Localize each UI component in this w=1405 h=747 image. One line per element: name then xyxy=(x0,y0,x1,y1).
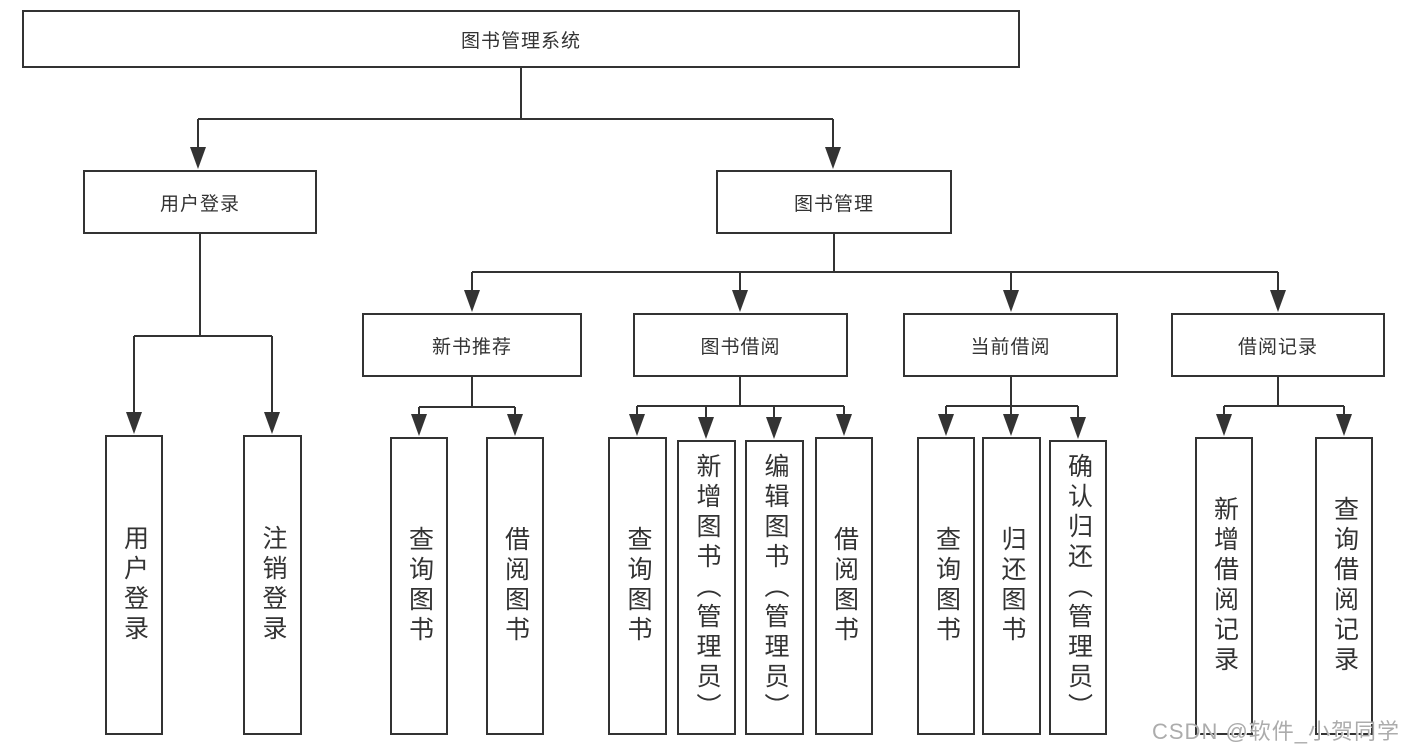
leaf-current-confirm-admin: 确认归还（管理员） xyxy=(1049,440,1107,735)
csdn-watermark: CSDN @软件_小贺同学 xyxy=(1152,719,1401,744)
leaf-records-add: 新增借阅记录 xyxy=(1195,437,1253,735)
leaf-borrow-add-admin-label: 新增图书（管理员） xyxy=(693,452,721,723)
leaf-current-confirm-admin-label: 确认归还（管理员） xyxy=(1064,452,1093,723)
node-borrow-label: 图书借阅 xyxy=(700,336,781,358)
arrowheads-root xyxy=(190,147,841,169)
leaf-newbook-query-label: 查询图书 xyxy=(405,526,434,646)
arrowheads-user-login xyxy=(126,412,280,434)
leaf-borrow-book: 借阅图书 xyxy=(815,437,873,735)
node-user-login: 用户登录 xyxy=(83,170,317,234)
connector-new-book xyxy=(418,377,516,417)
leaf-current-query-label: 查询图书 xyxy=(932,526,961,646)
leaf-records-query: 查询借阅记录 xyxy=(1315,437,1373,735)
node-current-label: 当前借阅 xyxy=(970,336,1051,358)
leaf-current-return: 归还图书 xyxy=(982,437,1041,735)
leaf-current-query: 查询图书 xyxy=(917,437,975,735)
leaf-borrow-book-label: 借阅图书 xyxy=(830,526,859,646)
node-book-management-label: 图书管理 xyxy=(793,193,874,215)
connector-current xyxy=(945,377,1079,420)
node-new-book-recommendation: 新书推荐 xyxy=(362,313,582,377)
leaf-newbook-borrow: 借阅图书 xyxy=(486,437,544,735)
arrowheads-records xyxy=(1216,414,1352,436)
node-root-label: 图书管理系统 xyxy=(460,30,581,52)
leaf-borrow-add-admin: 新增图书（管理员） xyxy=(677,440,736,735)
leaf-borrow-edit-admin: 编辑图书（管理员） xyxy=(745,440,804,735)
node-current-borrowing: 当前借阅 xyxy=(903,313,1118,377)
connector-user-login xyxy=(133,234,273,415)
leaf-records-query-label: 查询借阅记录 xyxy=(1330,496,1359,676)
connector-borrow xyxy=(636,377,845,420)
connector-root xyxy=(197,68,834,150)
arrowheads-new-book xyxy=(411,414,523,436)
node-records-label: 借阅记录 xyxy=(1237,336,1318,358)
node-root: 图书管理系统 xyxy=(22,10,1020,68)
leaf-logout-label: 注销登录 xyxy=(259,525,287,645)
arrowheads-book-management xyxy=(464,290,1286,312)
arrowheads-borrow xyxy=(629,414,852,439)
arrowheads-current xyxy=(938,414,1086,439)
node-new-book-label: 新书推荐 xyxy=(431,336,512,358)
node-borrowing-records: 借阅记录 xyxy=(1171,313,1385,377)
leaf-user-login-label: 用户登录 xyxy=(120,525,149,645)
leaf-current-return-label: 归还图书 xyxy=(998,526,1026,646)
leaf-borrow-query-label: 查询图书 xyxy=(624,526,652,646)
leaf-borrow-edit-admin-label: 编辑图书（管理员） xyxy=(761,452,789,723)
leaf-newbook-query: 查询图书 xyxy=(390,437,448,735)
connector-records xyxy=(1223,377,1345,417)
node-book-management: 图书管理 xyxy=(716,170,952,234)
leaf-newbook-borrow-label: 借阅图书 xyxy=(501,526,530,646)
node-book-borrowing: 图书借阅 xyxy=(633,313,848,377)
leaf-logout: 注销登录 xyxy=(243,435,302,735)
leaf-records-add-label: 新增借阅记录 xyxy=(1210,496,1239,676)
leaf-borrow-query: 查询图书 xyxy=(608,437,667,735)
connector-book-management xyxy=(471,234,1279,293)
node-user-login-label: 用户登录 xyxy=(159,193,240,215)
leaf-user-login: 用户登录 xyxy=(105,435,163,735)
